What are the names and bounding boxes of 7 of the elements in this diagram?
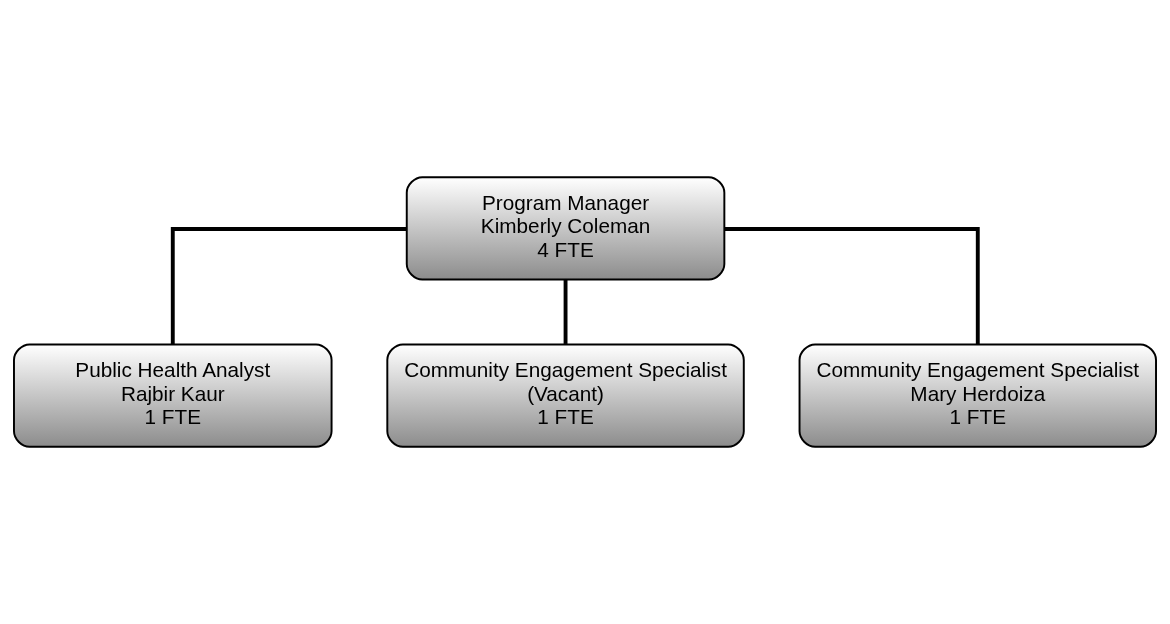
connector	[170, 227, 407, 345]
node-box: Community Engagement Specialist Mary Herdoiza 1 FTE	[798, 343, 1157, 448]
connector	[563, 279, 568, 344]
connector	[724, 227, 980, 345]
node-box: Community Engagement Specialist (Vacant) 1 FTE	[386, 343, 745, 448]
node-box: Public Health Analyst Rajbir Kaur 1 FTE	[13, 343, 333, 448]
node-box: Program Manager Kimberly Coleman 4 FTE	[405, 176, 726, 281]
